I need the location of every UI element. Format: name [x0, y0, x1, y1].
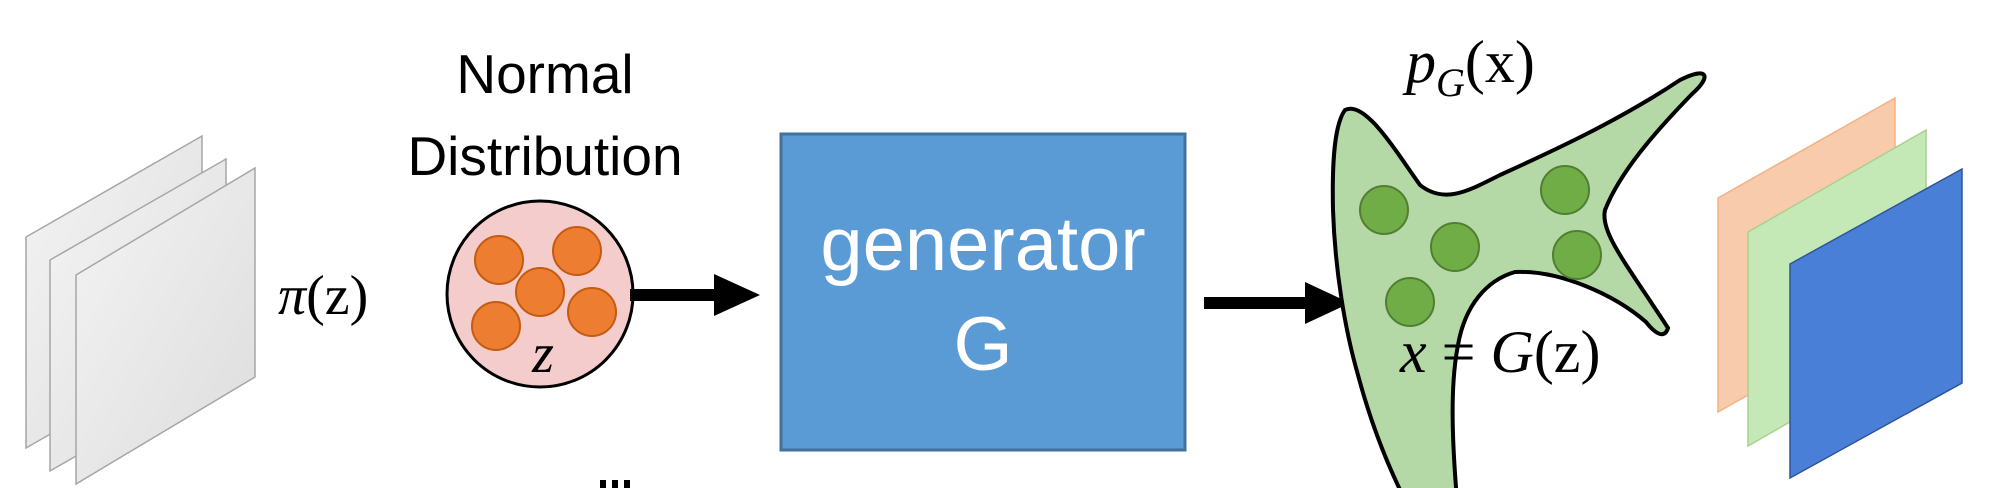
sample-dot [515, 267, 565, 317]
eq-equals: = [1427, 319, 1491, 385]
input-plane-front [75, 166, 256, 486]
input-noise-stack [25, 134, 256, 486]
distribution-title-line2: Distribution [407, 125, 682, 187]
generated-sample-dot [1385, 277, 1435, 327]
generator-block: generator G [779, 132, 1187, 452]
output-distribution-label: pG(x) [1402, 29, 1535, 105]
sample-dot [474, 235, 524, 285]
arrow-to-output [1204, 282, 1350, 324]
output-distribution [1330, 71, 1707, 488]
generator-label-line1: generator [820, 202, 1145, 287]
prior-arg: (z) [306, 265, 368, 327]
generated-sample-dot [1430, 222, 1480, 272]
sample-dot [552, 226, 602, 276]
distribution-circle: z [445, 199, 635, 389]
bottom-edge-mark [600, 480, 630, 488]
arrow-to-generator [630, 274, 760, 316]
generated-sample-dot [1540, 165, 1590, 215]
sample-dot [471, 301, 521, 351]
distribution-title-line1: Normal [456, 43, 633, 105]
sample-dot [567, 287, 617, 337]
generator-box [779, 132, 1187, 452]
pg-arg: (x) [1465, 29, 1535, 95]
latent-variable-label: z [531, 323, 554, 385]
eq-arg: (z) [1534, 319, 1601, 385]
generator-label-line2: G [953, 302, 1012, 387]
eq-x: x [1399, 319, 1427, 385]
eq-G: G [1490, 319, 1533, 385]
pg-p: p [1402, 29, 1436, 95]
generated-sample-dot [1552, 230, 1602, 280]
output-distribution-shape [1330, 71, 1707, 488]
generated-sample-dot [1359, 185, 1409, 235]
output-equation: x = G(z) [1399, 319, 1600, 385]
output-plane-blue [1789, 167, 1963, 480]
prior-label: π(z) [278, 265, 368, 327]
prior-pi: π [278, 265, 308, 327]
pg-subscript: G [1436, 60, 1465, 105]
output-image-stack [1717, 96, 1963, 480]
